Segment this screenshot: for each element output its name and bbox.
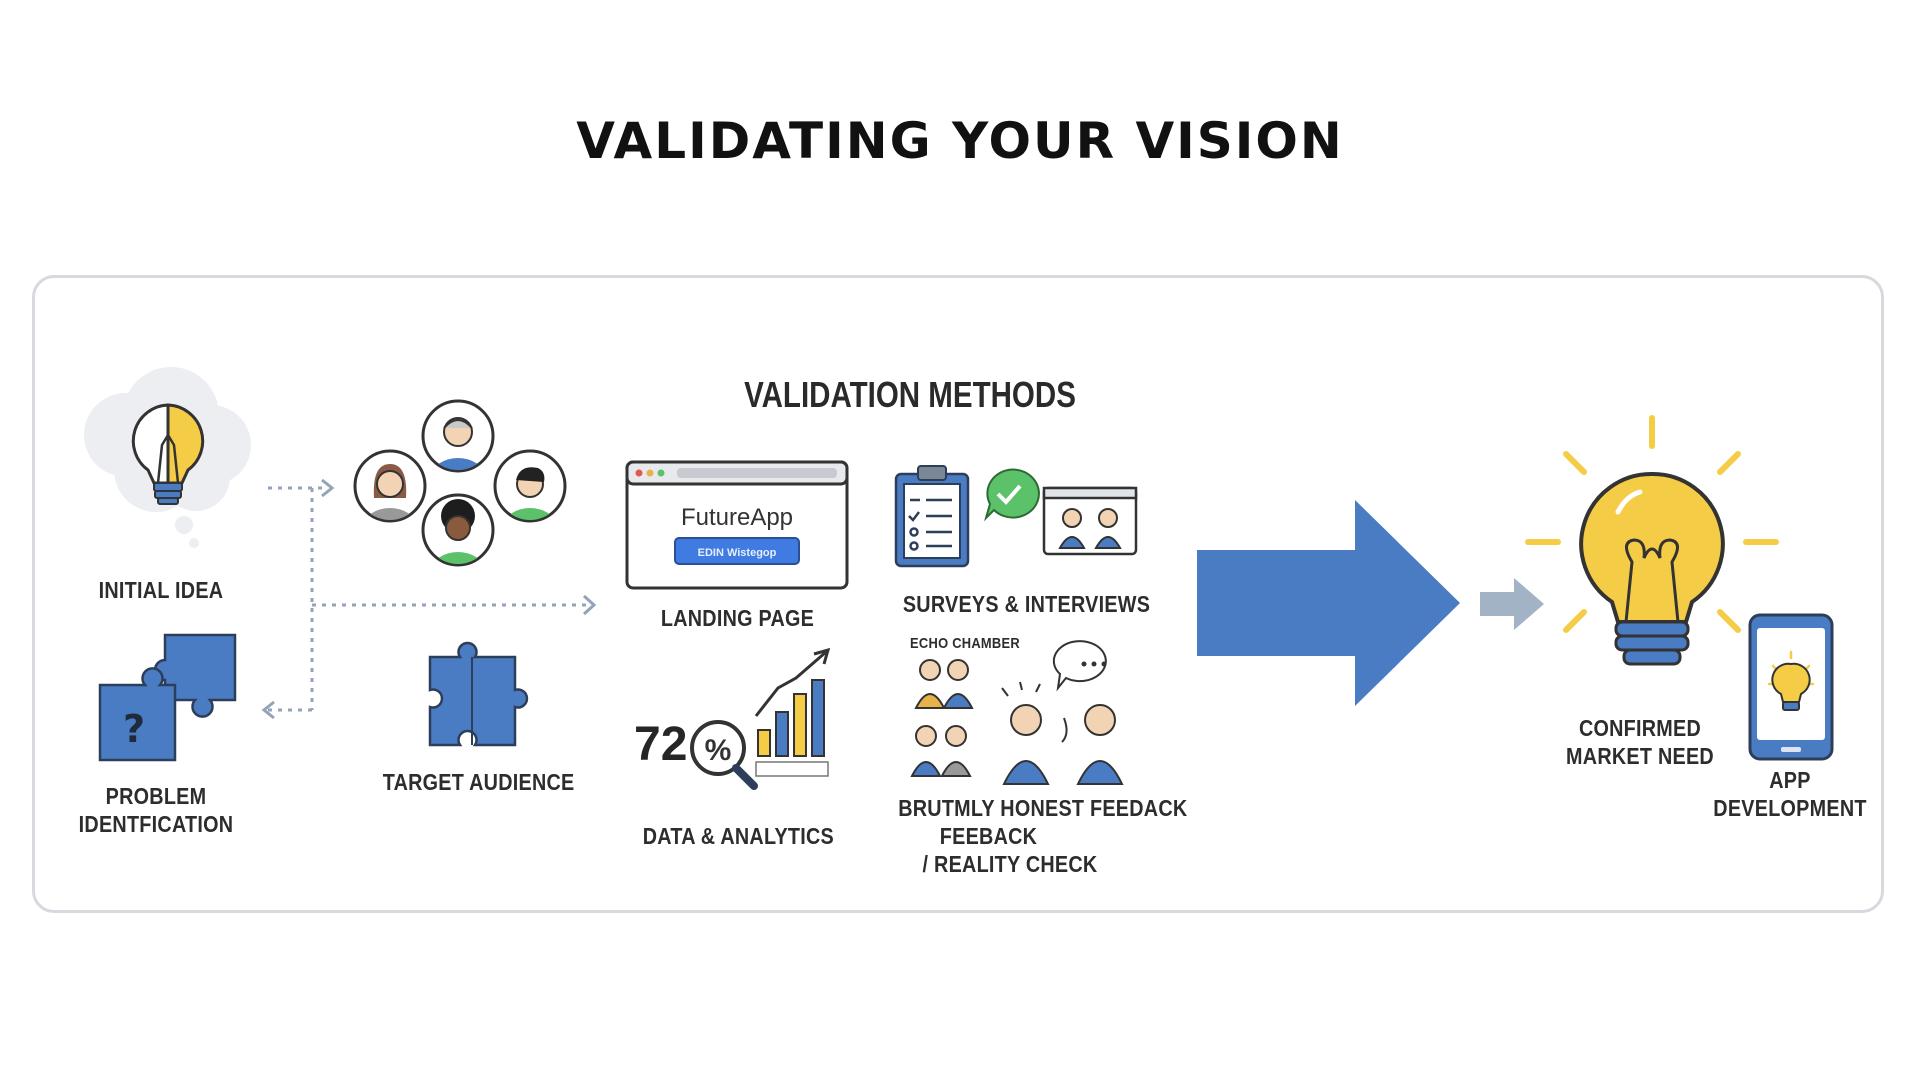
feedback-label: BRUTMLY HONEST FEEDACK FEEBACK / REALITY… (898, 795, 1188, 877)
svg-text:?: ? (123, 707, 145, 751)
app-development-label: APP DEVELOPMENT (1713, 767, 1867, 821)
target-audience-label: TARGET AUDIENCE (382, 769, 575, 795)
feedback-people-icon (910, 640, 1124, 785)
app-phone-icon (1748, 613, 1834, 761)
analytics-percent-symbol: % (705, 734, 732, 767)
landing-cta-button (674, 537, 800, 565)
audience-avatars-icon (353, 399, 567, 567)
big-blue-arrow-icon (1197, 500, 1460, 706)
landing-page-label: LANDING PAGE (660, 605, 815, 631)
problem-identification-label: PROBLEM IDENTFICATION (78, 783, 234, 837)
surveys-interviews-label: SURVEYS & INTERVIEWS (902, 591, 1151, 617)
analytics-percent-value: 72 (634, 718, 687, 771)
initial-idea-label: INITIAL IDEA (98, 577, 224, 603)
diagram-panel (32, 275, 1884, 913)
confirmed-market-need-label: CONFIRMED MARKET NEED (1566, 715, 1714, 769)
landing-page-mock: FutureApp EDIN Wistegop (625, 460, 849, 590)
validation-methods-title: VALIDATION METHODS (744, 374, 1076, 415)
problem-puzzle-icon: ? (98, 633, 237, 762)
data-analytics-label: DATA & ANALYTICS (642, 823, 835, 849)
initial-idea-bulb-icon (84, 367, 251, 548)
landing-cta-label: EDIN Wistegop (698, 547, 777, 559)
small-gray-arrow-icon (1480, 578, 1544, 630)
data-analytics-icon: 72 % (634, 647, 831, 790)
surveys-interviews-icon (894, 465, 1138, 568)
dotted-connectors (261, 478, 597, 720)
echo-chamber-label: ECHO CHAMBER (910, 635, 1020, 652)
landing-app-name: FutureApp (681, 504, 793, 531)
target-audience-puzzle-icon (428, 641, 529, 747)
confirmed-bulb-icon (1525, 415, 1779, 666)
page-title: VALIDATING YOUR VISION (576, 112, 1344, 170)
